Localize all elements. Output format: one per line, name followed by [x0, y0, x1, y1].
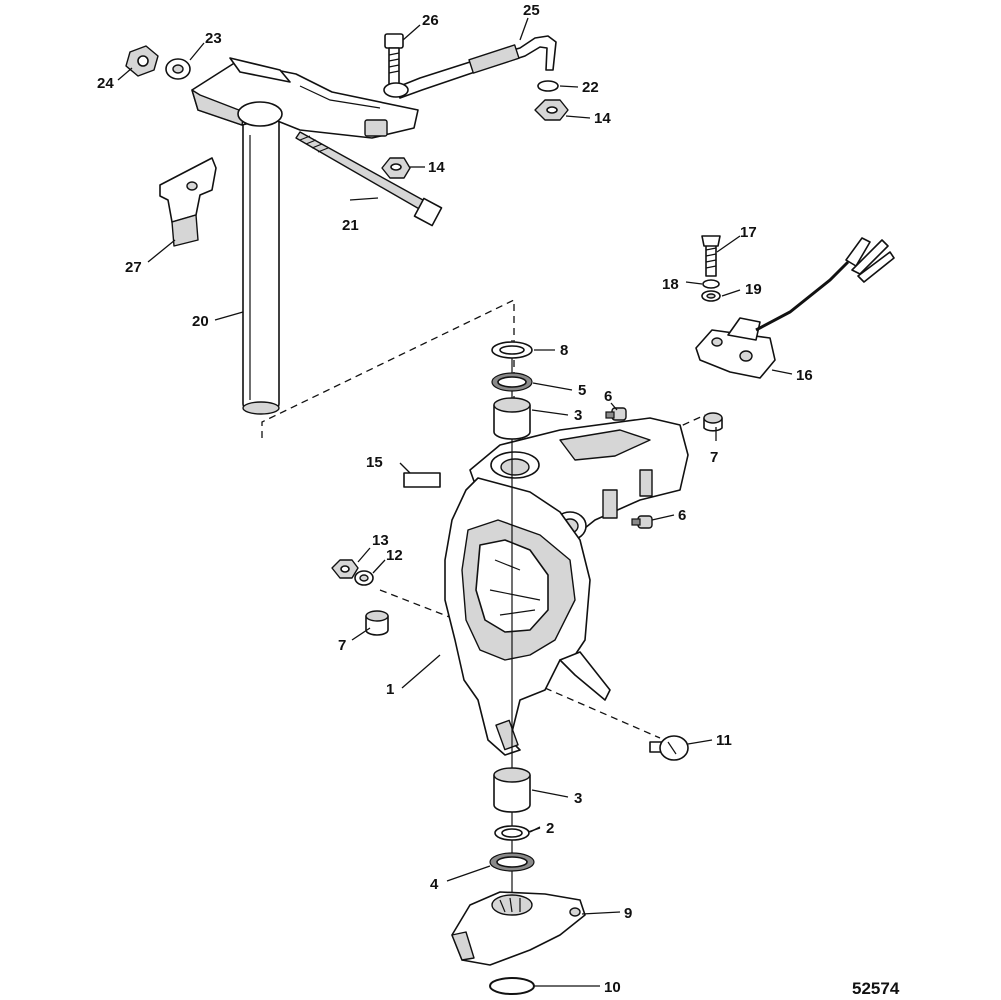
- swivel-bracket-1: [444, 417, 689, 756]
- callout-13: 13: [372, 532, 389, 549]
- callout-1: 1: [386, 681, 394, 698]
- callout-9: 9: [624, 905, 632, 922]
- callout-6-bottom: 6: [678, 507, 686, 524]
- callout-3-bottom: 3: [574, 790, 582, 807]
- upper-bushing-stack: [491, 341, 533, 440]
- callout-4: 4: [430, 876, 439, 893]
- bushing-3-bottom: [493, 774, 531, 813]
- washer-22: [537, 80, 559, 92]
- screw-11-head: [659, 735, 689, 761]
- callout-11: 11: [716, 732, 732, 749]
- callout-17: 17: [740, 224, 757, 241]
- callout-labels: 1 2 3 3 4 5 6 6 7 7 8 9 10 11 12 13 14 1…: [97, 2, 813, 996]
- callout-14-top: 14: [594, 110, 611, 127]
- callout-2: 2: [546, 820, 554, 837]
- callout-8: 8: [560, 342, 568, 359]
- callout-3-top: 3: [574, 407, 582, 424]
- callout-15: 15: [366, 454, 383, 471]
- callout-18: 18: [662, 276, 679, 293]
- callout-25: 25: [523, 2, 540, 19]
- screw-17: [705, 241, 717, 277]
- bracket-27: [159, 157, 217, 247]
- callout-7-right: 7: [710, 449, 718, 466]
- callout-23: 23: [205, 30, 222, 47]
- callout-24: 24: [97, 75, 114, 92]
- callout-14-mid: 14: [428, 159, 445, 176]
- callout-16: 16: [796, 367, 813, 384]
- callout-7-left: 7: [338, 637, 346, 654]
- callout-5: 5: [578, 382, 586, 399]
- callout-22: 22: [582, 79, 599, 96]
- block-15: [403, 472, 441, 488]
- callout-10: 10: [604, 979, 621, 996]
- leader-lines: [117, 17, 793, 987]
- bushing-3-top: [493, 404, 531, 440]
- snap-ring-10: [489, 977, 535, 995]
- callout-26: 26: [422, 12, 439, 29]
- callout-12: 12: [386, 547, 403, 564]
- trim-sender-assembly: [695, 235, 895, 379]
- side-hardware: [331, 407, 723, 761]
- steering-arm-assembly: [191, 33, 557, 415]
- callout-19: 19: [745, 281, 762, 298]
- washer-18: [702, 279, 720, 289]
- callout-27: 27: [125, 259, 142, 276]
- sender-16: [695, 329, 776, 379]
- figure-code: 52574: [852, 979, 900, 998]
- callout-6-top: 6: [604, 388, 612, 405]
- lower-stack: [451, 767, 586, 995]
- small-hardware-top: [125, 45, 569, 179]
- callout-20: 20: [192, 313, 209, 330]
- callout-21: 21: [342, 217, 359, 234]
